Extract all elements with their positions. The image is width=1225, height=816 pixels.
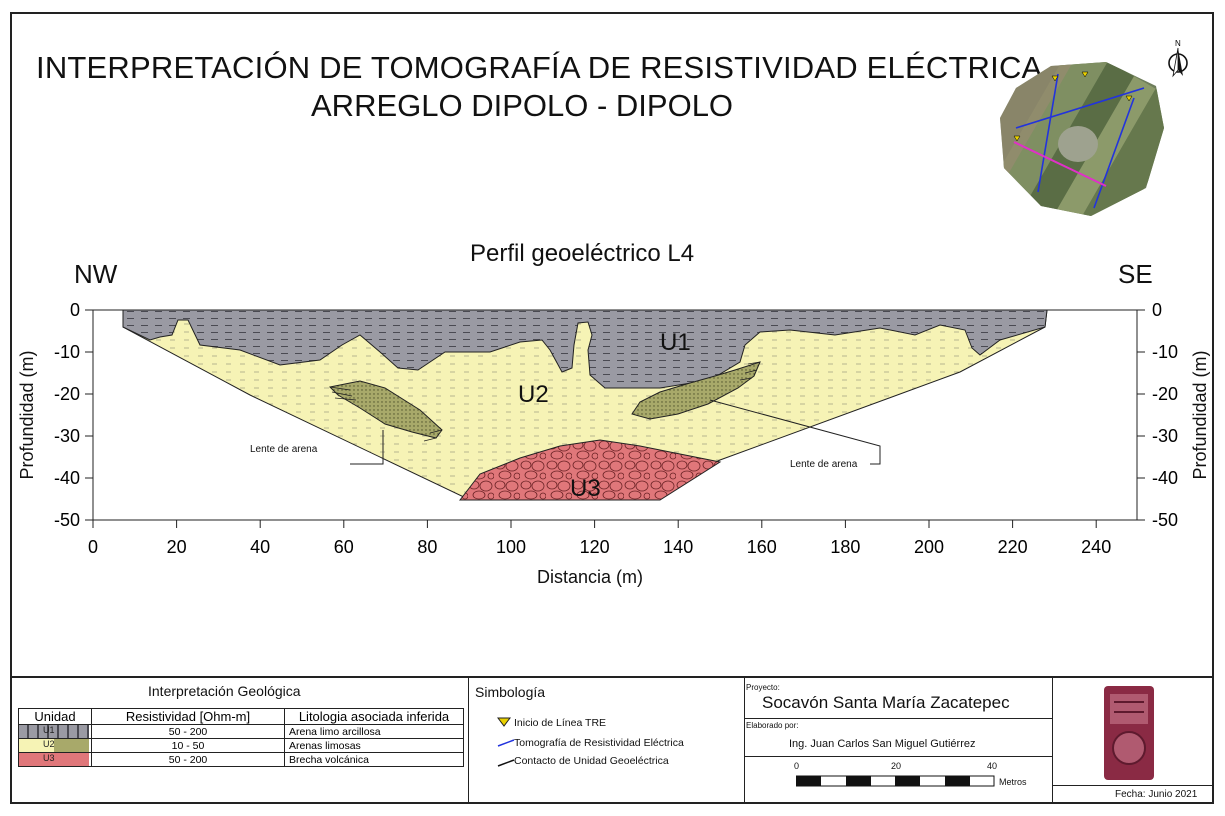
table-header: Unidad — [18, 708, 92, 725]
map-sheet-frame — [10, 12, 1214, 804]
y-tick-label: -30 — [1152, 426, 1178, 446]
x-tick-label: 220 — [998, 537, 1028, 557]
author-label: Elaborado por: — [746, 721, 799, 730]
y-tick-label: -20 — [54, 384, 80, 404]
y-tick-label: -40 — [1152, 468, 1178, 488]
location-aerial-map — [1000, 62, 1164, 216]
scale-tick: 20 — [891, 761, 902, 771]
title-block — [12, 676, 1212, 802]
scale-tick: 0 — [794, 761, 800, 771]
table-header: Litologia asociada inferida — [284, 708, 464, 725]
project-label: Proyecto: — [746, 683, 780, 692]
x-axis: 0 20 40 60 80 100 120 140 160 180 200 220 240 — [88, 520, 1111, 557]
y-axis-right: 0 -10 -20 -30 -40 -50 — [1137, 300, 1178, 530]
scale-bar — [796, 775, 995, 787]
tomography-line-icon — [497, 739, 515, 747]
y-tick-label: 0 — [70, 300, 80, 320]
geo-interpretation-title: Interpretación Geológica — [148, 683, 301, 699]
unit-label-u1: U1 — [660, 329, 691, 356]
x-tick-label: 200 — [914, 537, 944, 557]
y-tick-label: -50 — [1152, 510, 1178, 530]
table-row: U3 50 - 200 Brecha volcánica — [18, 752, 464, 767]
x-tick-label: 120 — [580, 537, 610, 557]
x-tick-label: 40 — [250, 537, 270, 557]
main-title: INTERPRETACIÓN DE TOMOGRAFÍA DE RESISTIV… — [36, 50, 1043, 85]
geoelectric-profile: U1 U2 U3 Lente de arena Lente de arena 0… — [17, 300, 1210, 587]
y-axis-title-left: Profundidad (m) — [17, 350, 37, 479]
symbology-title: Simbología — [475, 684, 546, 700]
geology-table: Unidad Resistividad [Ohm-m] Litologia as… — [18, 708, 464, 767]
x-tick-label: 20 — [167, 537, 187, 557]
project-name: Socavón Santa María Zacatepec — [762, 693, 1010, 712]
y-tick-label: -40 — [54, 468, 80, 488]
unit-label-u3: U3 — [570, 475, 601, 502]
x-tick-label: 0 — [88, 537, 98, 557]
profile-title: Perfil geoeléctrico L4 — [470, 240, 695, 267]
table-header: Resistividad [Ohm-m] — [91, 708, 285, 725]
symb-item: Tomografía de Resistividad Eléctrica — [514, 737, 684, 749]
north-arrow-icon: N — [1168, 39, 1188, 78]
tre-start-icon — [497, 717, 511, 727]
scale-unit: Metros — [999, 777, 1027, 787]
x-tick-label: 180 — [830, 537, 860, 557]
x-tick-label: 100 — [496, 537, 526, 557]
direction-nw-label: NW — [74, 259, 118, 289]
x-tick-label: 160 — [747, 537, 777, 557]
direction-se-label: SE — [1118, 259, 1153, 289]
unit-u1-body — [122, 309, 1048, 389]
north-label: N — [1175, 39, 1181, 48]
y-tick-label: -50 — [54, 510, 80, 530]
lens-label-left: Lente de arena — [250, 444, 318, 455]
y-tick-label: -10 — [54, 342, 80, 362]
y-tick-label: -30 — [54, 426, 80, 446]
lens-label-right: Lente de arena — [790, 459, 858, 470]
x-tick-label: 240 — [1081, 537, 1111, 557]
date-label: Fecha: Junio 2021 — [1115, 789, 1198, 800]
y-tick-label: 0 — [1152, 300, 1162, 320]
contact-line-icon — [497, 759, 515, 767]
table-row: U2 10 - 50 Arenas limosas — [18, 738, 464, 753]
x-tick-label: 140 — [663, 537, 693, 557]
unit-label-u2: U2 — [518, 381, 549, 408]
table-row: U1 50 - 200 Arena limo arcillosa — [18, 724, 464, 739]
y-tick-label: -20 — [1152, 384, 1178, 404]
unit-u3-body — [458, 439, 722, 501]
y-axis-left: 0 -10 -20 -30 -40 -50 — [54, 300, 93, 530]
symb-item: Contacto de Unidad Geoeléctrica — [514, 755, 669, 767]
institution-logo — [1104, 686, 1154, 780]
main-subtitle: ARREGLO DIPOLO - DIPOLO — [311, 88, 734, 123]
symbology-icons — [497, 717, 515, 767]
symb-item: Inicio de Línea TRE — [514, 717, 607, 729]
scale-tick: 40 — [987, 761, 998, 771]
x-axis-title: Distancia (m) — [537, 567, 643, 587]
x-tick-label: 60 — [334, 537, 354, 557]
y-tick-label: -10 — [1152, 342, 1178, 362]
author-name: Ing. Juan Carlos San Miguel Gutiérrez — [789, 738, 976, 750]
x-tick-label: 80 — [417, 537, 437, 557]
y-axis-title-right: Profundidad (m) — [1190, 350, 1210, 479]
